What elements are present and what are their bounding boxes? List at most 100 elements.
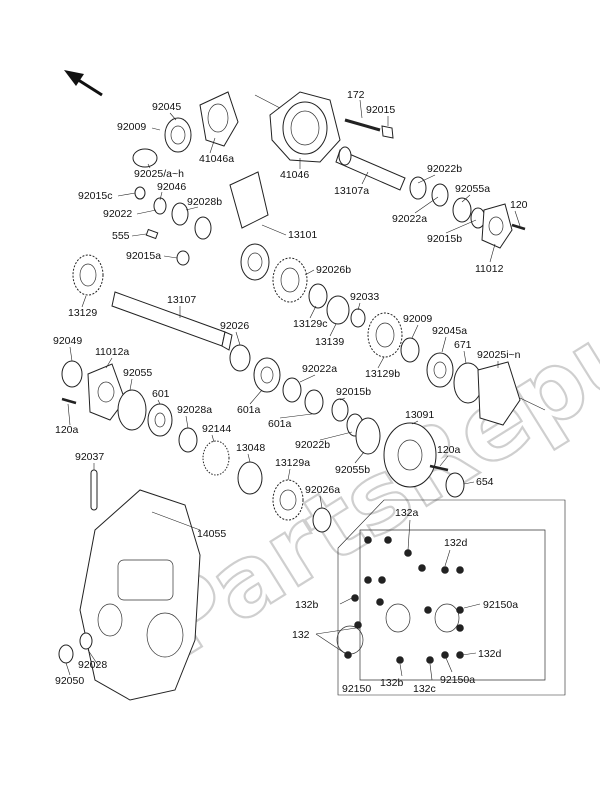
label-92150: 92150 xyxy=(342,683,371,695)
gasket-92025in xyxy=(477,361,521,426)
label-13107a: 13107a xyxy=(334,185,369,197)
label-92055: 92055 xyxy=(123,367,152,379)
label-92028: 92028 xyxy=(78,659,107,671)
label-671: 671 xyxy=(454,339,472,351)
label-92049: 92049 xyxy=(53,335,82,347)
bearing-92045 xyxy=(164,117,192,153)
label-132d-bottom: 132d xyxy=(478,648,502,660)
bearing-601a xyxy=(253,357,281,393)
ring-92022 xyxy=(194,216,212,240)
pin-92037 xyxy=(90,469,98,511)
bearing-92045a xyxy=(426,352,454,388)
parts-artwork xyxy=(58,91,546,701)
bearing-601 xyxy=(147,403,173,437)
ring-13129c xyxy=(308,283,328,309)
shaft-13107a xyxy=(335,146,406,191)
label-13129c: 13129c xyxy=(293,318,327,330)
label-92144: 92144 xyxy=(202,423,231,435)
label-92033: 92033 xyxy=(350,291,379,303)
label-92037: 92037 xyxy=(75,451,104,463)
shim-92025 xyxy=(132,148,158,168)
ring-92022a xyxy=(431,183,449,207)
collar-92046 xyxy=(153,197,167,215)
label-132b-bottom: 132b xyxy=(380,677,404,689)
dowel-92028 xyxy=(79,632,93,650)
ring-92022b xyxy=(409,176,427,200)
label-13101: 13101 xyxy=(288,229,317,241)
label-92015a: 92015a xyxy=(126,250,161,262)
label-92026a: 92026a xyxy=(305,484,340,496)
label-92026b: 92026b xyxy=(316,264,351,276)
seal-92049 xyxy=(61,360,83,388)
label-92022a-top: 92022a xyxy=(392,213,427,225)
label-555: 555 xyxy=(112,230,130,242)
label-13048: 13048 xyxy=(236,442,265,454)
label-92015b-top: 92015b xyxy=(427,233,462,245)
spring-92144 xyxy=(202,440,230,476)
label-132c: 132c xyxy=(413,683,436,695)
label-132: 132 xyxy=(292,629,310,641)
bolt-172 xyxy=(344,118,394,139)
gear-13129a xyxy=(272,479,304,521)
ring-92026a xyxy=(312,507,332,533)
label-92026: 92026 xyxy=(220,320,249,332)
pin-555 xyxy=(145,228,159,240)
gear-13129 xyxy=(72,254,104,296)
label-654: 654 xyxy=(476,476,494,488)
cap-11012 xyxy=(481,203,513,249)
label-92022b-top: 92022b xyxy=(427,163,462,175)
label-13091: 13091 xyxy=(405,409,434,421)
oring-92055 xyxy=(117,389,147,431)
label-14055: 14055 xyxy=(197,528,226,540)
ring-92015b-mid xyxy=(331,398,349,422)
label-92055b: 92055b xyxy=(335,464,370,476)
collar-92028a xyxy=(178,427,198,453)
seal-654 xyxy=(445,472,465,498)
label-92022a-mid: 92022a xyxy=(302,363,337,375)
leader-lines xyxy=(65,99,521,676)
bolt-layout-box xyxy=(315,499,566,696)
label-92015c: 92015c xyxy=(78,190,112,202)
cover-41046 xyxy=(254,91,341,163)
label-92022b-mid: 92022b xyxy=(295,439,330,451)
label-92009-mid: 92009 xyxy=(403,313,432,325)
label-92025in: 92025i~n xyxy=(477,349,521,361)
ring-92022a-mid xyxy=(282,377,302,403)
label-13129a: 13129a xyxy=(275,457,310,469)
bearing-92055a xyxy=(452,197,472,223)
label-92055a: 92055a xyxy=(455,183,490,195)
label-13139: 13139 xyxy=(315,336,344,348)
label-92025ah: 92025/a~h xyxy=(134,168,184,180)
direction-arrow-icon xyxy=(64,70,103,97)
label-92009: 92009 xyxy=(117,121,146,133)
label-92015: 92015 xyxy=(366,104,395,116)
label-92046: 92046 xyxy=(157,181,186,193)
nut-92015c xyxy=(134,186,146,200)
label-13129b: 13129b xyxy=(365,368,400,380)
label-11012a: 11012a xyxy=(95,346,129,358)
bevel-gear-13101 xyxy=(229,171,270,281)
label-92050: 92050 xyxy=(55,675,84,687)
part-labels: 172 92015 92045 92009 41046a 92025/a~h 4… xyxy=(53,89,528,695)
label-120a-right: 120a xyxy=(437,444,461,456)
label-92045: 92045 xyxy=(152,101,181,113)
housing-13091 xyxy=(383,422,437,488)
label-120a-left: 120a xyxy=(55,424,79,436)
bearing-92026 xyxy=(229,344,251,372)
gear-13129b xyxy=(367,312,403,358)
label-120: 120 xyxy=(510,199,528,211)
label-92150a-bottom: 92150a xyxy=(440,674,475,686)
label-92150a-right: 92150a xyxy=(483,599,518,611)
label-172: 172 xyxy=(347,89,365,101)
label-601a-2: 601a xyxy=(268,418,292,430)
label-41046: 41046 xyxy=(280,169,309,181)
oring-671 xyxy=(453,362,483,404)
oring-92055b xyxy=(355,417,381,455)
ring-92033 xyxy=(350,308,366,328)
label-11012: 11012 xyxy=(475,263,504,275)
sleeve-13048 xyxy=(237,461,263,495)
label-601: 601 xyxy=(152,388,170,400)
shaft-13107 xyxy=(111,291,233,351)
label-41046a: 41046a xyxy=(199,153,234,165)
